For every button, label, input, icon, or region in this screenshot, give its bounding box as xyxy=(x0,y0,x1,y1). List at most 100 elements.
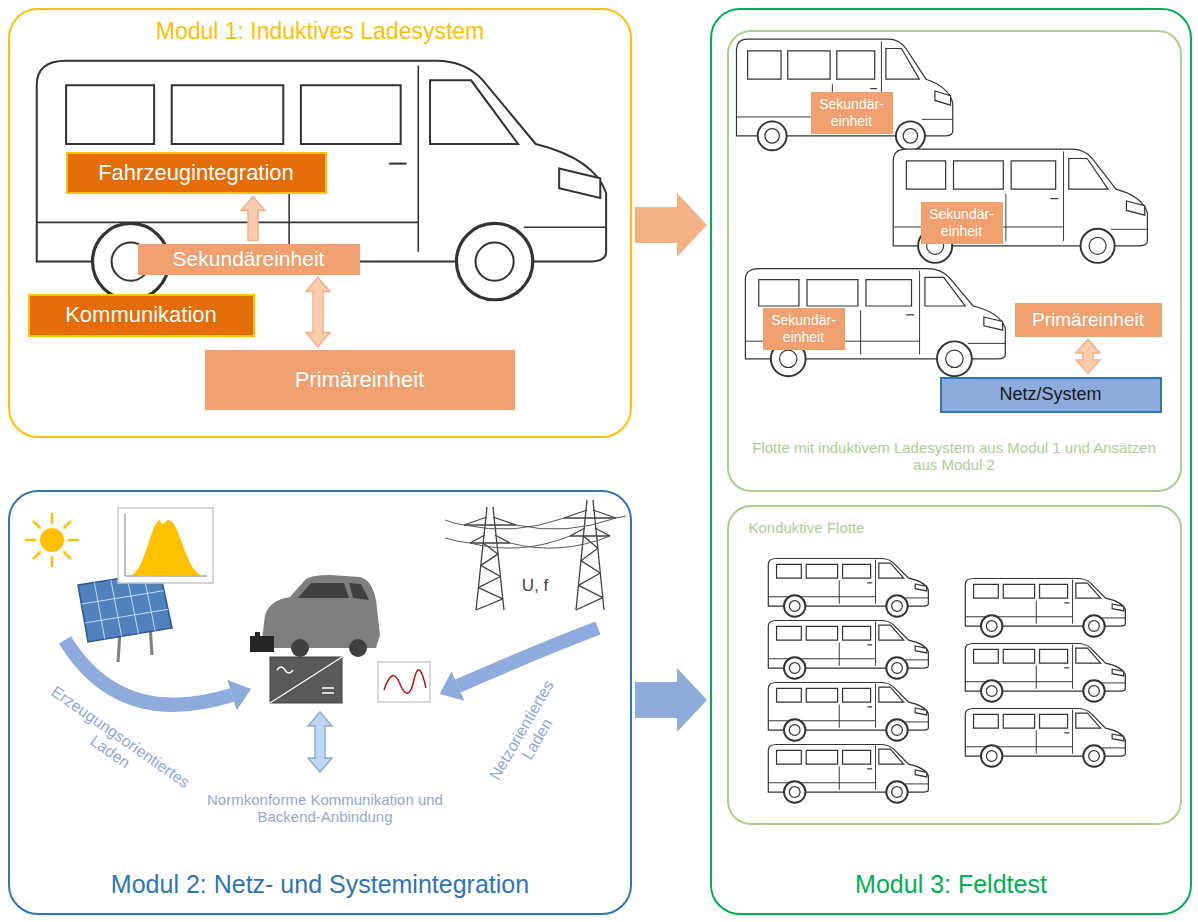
flow-arrow xyxy=(635,193,707,257)
pylon-strut xyxy=(581,548,598,560)
van-rim xyxy=(1089,686,1100,697)
van-drawing xyxy=(768,620,928,678)
sun-icon xyxy=(26,514,78,566)
van-wheel xyxy=(886,595,907,616)
dc-symbol xyxy=(322,688,334,693)
box-label: Fahrzeugintegration xyxy=(98,160,294,185)
van-window xyxy=(806,564,837,578)
van-window xyxy=(974,714,999,728)
signal-label: U, f xyxy=(512,575,558,597)
sun-ray xyxy=(51,514,54,523)
van-rim xyxy=(789,787,800,798)
van-window xyxy=(806,626,837,640)
van-line xyxy=(1102,682,1125,683)
van-headlight xyxy=(915,708,927,715)
pv-grid xyxy=(127,577,138,633)
component-box: Sekundär- einheit xyxy=(811,92,893,134)
sun-ray xyxy=(51,557,54,566)
pylon-strut xyxy=(476,599,503,610)
component-box: Sekundär- einheit xyxy=(763,308,845,350)
pylon-strut xyxy=(478,577,500,588)
pylon-strut xyxy=(478,588,502,599)
component-box: Sekundär- einheit xyxy=(921,202,1003,244)
van-window xyxy=(1040,649,1068,663)
van-rim xyxy=(892,663,903,674)
van-drawing xyxy=(768,744,928,802)
van-rim xyxy=(892,725,903,736)
link-arrow xyxy=(1076,340,1100,374)
van-line xyxy=(919,271,920,355)
pv-grid xyxy=(94,582,104,639)
sun-ray xyxy=(64,552,70,558)
van-rim xyxy=(1089,621,1100,632)
van-line xyxy=(1063,151,1064,241)
van-drawing xyxy=(893,149,1147,263)
van-window xyxy=(806,688,837,702)
component-box: Primäreinheit xyxy=(205,350,515,410)
van-wheel xyxy=(456,223,532,299)
van-handle xyxy=(906,314,914,315)
box-label: Sekundär- einheit xyxy=(925,206,999,238)
group-box: Konduktive Flotte xyxy=(727,505,1182,825)
battery-icon xyxy=(250,636,274,652)
converter-box xyxy=(270,657,342,703)
van-window xyxy=(777,626,802,640)
car-icon xyxy=(262,575,380,657)
van-line xyxy=(37,222,419,224)
group-caption: Konduktive Flotte xyxy=(749,519,865,536)
van-window xyxy=(974,649,999,663)
van-window xyxy=(837,51,875,79)
curved-arrow xyxy=(65,640,251,710)
van-handle xyxy=(389,163,407,165)
pylon-strut xyxy=(464,524,516,525)
van-rim xyxy=(789,601,800,612)
van-line xyxy=(839,581,840,604)
panel-title: Modul 2: Netz- und Systemintegration xyxy=(111,870,529,899)
arrow-shaft xyxy=(458,628,598,686)
van-line xyxy=(905,721,928,722)
van-window xyxy=(759,280,799,306)
van-handle xyxy=(1064,732,1069,733)
power-line xyxy=(470,536,570,548)
car-body xyxy=(262,575,380,648)
van-window xyxy=(172,85,284,144)
van-headlight xyxy=(559,169,600,198)
van-headlight xyxy=(984,317,1003,330)
van-wheel xyxy=(784,657,805,678)
van-window xyxy=(866,280,912,306)
sun-ray xyxy=(34,522,40,528)
pv-grid xyxy=(85,609,168,623)
van-rim xyxy=(1089,237,1106,254)
van-drawing xyxy=(736,39,952,150)
van-line xyxy=(1036,731,1037,754)
van-window xyxy=(886,49,919,80)
pylon-strut xyxy=(576,500,587,610)
van-drawing xyxy=(965,643,1125,701)
van-window xyxy=(430,80,518,144)
group-caption: Flotte mit induktivem Ladesystem aus Mod… xyxy=(749,439,1160,474)
load-chart xyxy=(378,662,430,702)
component-box: Fahrzeugintegration xyxy=(66,152,327,194)
van-window xyxy=(879,687,904,702)
van-window xyxy=(788,51,830,79)
van-handle xyxy=(1064,667,1069,668)
pylon-strut xyxy=(576,598,603,610)
van-window xyxy=(301,85,401,144)
component-box: Primäreinheit xyxy=(1015,303,1162,337)
component-box: Kommunikation xyxy=(28,294,255,337)
van-line xyxy=(905,659,928,660)
van-window xyxy=(806,750,837,764)
van-window xyxy=(1003,714,1034,728)
sun-disc xyxy=(40,528,64,552)
converter-diagonal xyxy=(270,657,342,703)
chart-frame xyxy=(378,662,430,702)
panel-title: Modul 3: Feldtest xyxy=(855,870,1047,899)
grid-box: Netz/System xyxy=(940,377,1162,413)
van-wheel xyxy=(758,121,787,150)
van-rim xyxy=(892,601,903,612)
van-line xyxy=(768,782,875,783)
van-window xyxy=(777,750,802,764)
battery-terminal xyxy=(255,632,260,636)
van-window xyxy=(879,749,904,764)
